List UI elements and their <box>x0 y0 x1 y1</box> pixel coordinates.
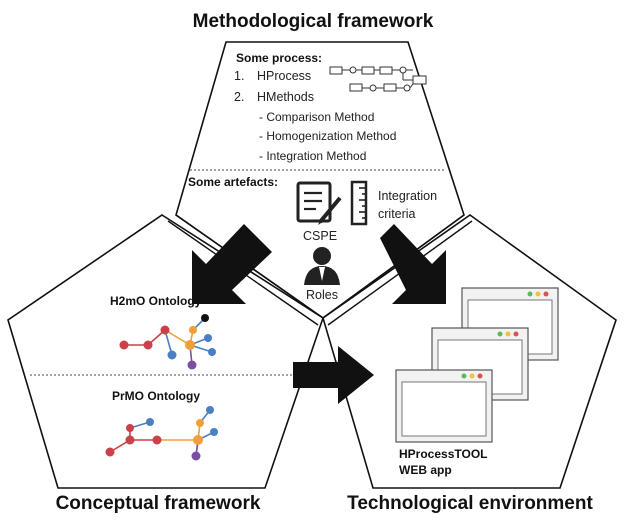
separator-line-right <box>322 214 465 319</box>
roles-label: Roles <box>306 288 338 302</box>
cspe-label: CSPE <box>303 229 337 243</box>
integration-method-item: - Integration Method <box>259 149 366 163</box>
h2mo-ontology-graph <box>119 314 216 370</box>
technological-environment-title: Technological environment <box>347 493 593 514</box>
process-item2-label: HMethods <box>257 90 314 104</box>
process-item2-number: 2. <box>234 90 244 104</box>
integration-criteria-line1: Integration <box>378 189 437 203</box>
process-item1-number: 1. <box>234 69 244 83</box>
integration-criteria-line2: criteria <box>378 207 416 221</box>
ruler-icon <box>350 180 368 226</box>
arrow-to-conceptual <box>192 224 272 304</box>
process-flow-icon <box>329 66 427 92</box>
document-edit-icon <box>296 181 342 225</box>
artefacts-heading: Some artefacts: <box>188 175 278 189</box>
arrow-to-technological <box>380 224 446 304</box>
browser-window-front <box>395 369 493 443</box>
methodological-framework-title: Methodological framework <box>193 11 434 32</box>
process-item1-label: HProcess <box>257 69 311 83</box>
hprocesstool-label: HProcessTOOL <box>399 447 487 461</box>
prmo-ontology-label: PrMO Ontology <box>112 389 200 403</box>
person-icon <box>304 247 340 285</box>
prmo-ontology-graph <box>105 406 218 461</box>
arrow-conceptual-to-technological <box>293 346 374 404</box>
conceptual-framework-title: Conceptual framework <box>56 493 261 514</box>
process-heading: Some process: <box>236 51 322 65</box>
comparison-method-item: - Comparison Method <box>259 110 374 124</box>
h2mo-ontology-label: H2mO Ontology <box>110 294 202 308</box>
conceptual-pentagon <box>7 214 324 489</box>
web-app-label: WEB app <box>399 463 452 477</box>
browser-window-back <box>461 287 559 361</box>
homogenization-method-item: - Homogenization Method <box>259 129 396 143</box>
